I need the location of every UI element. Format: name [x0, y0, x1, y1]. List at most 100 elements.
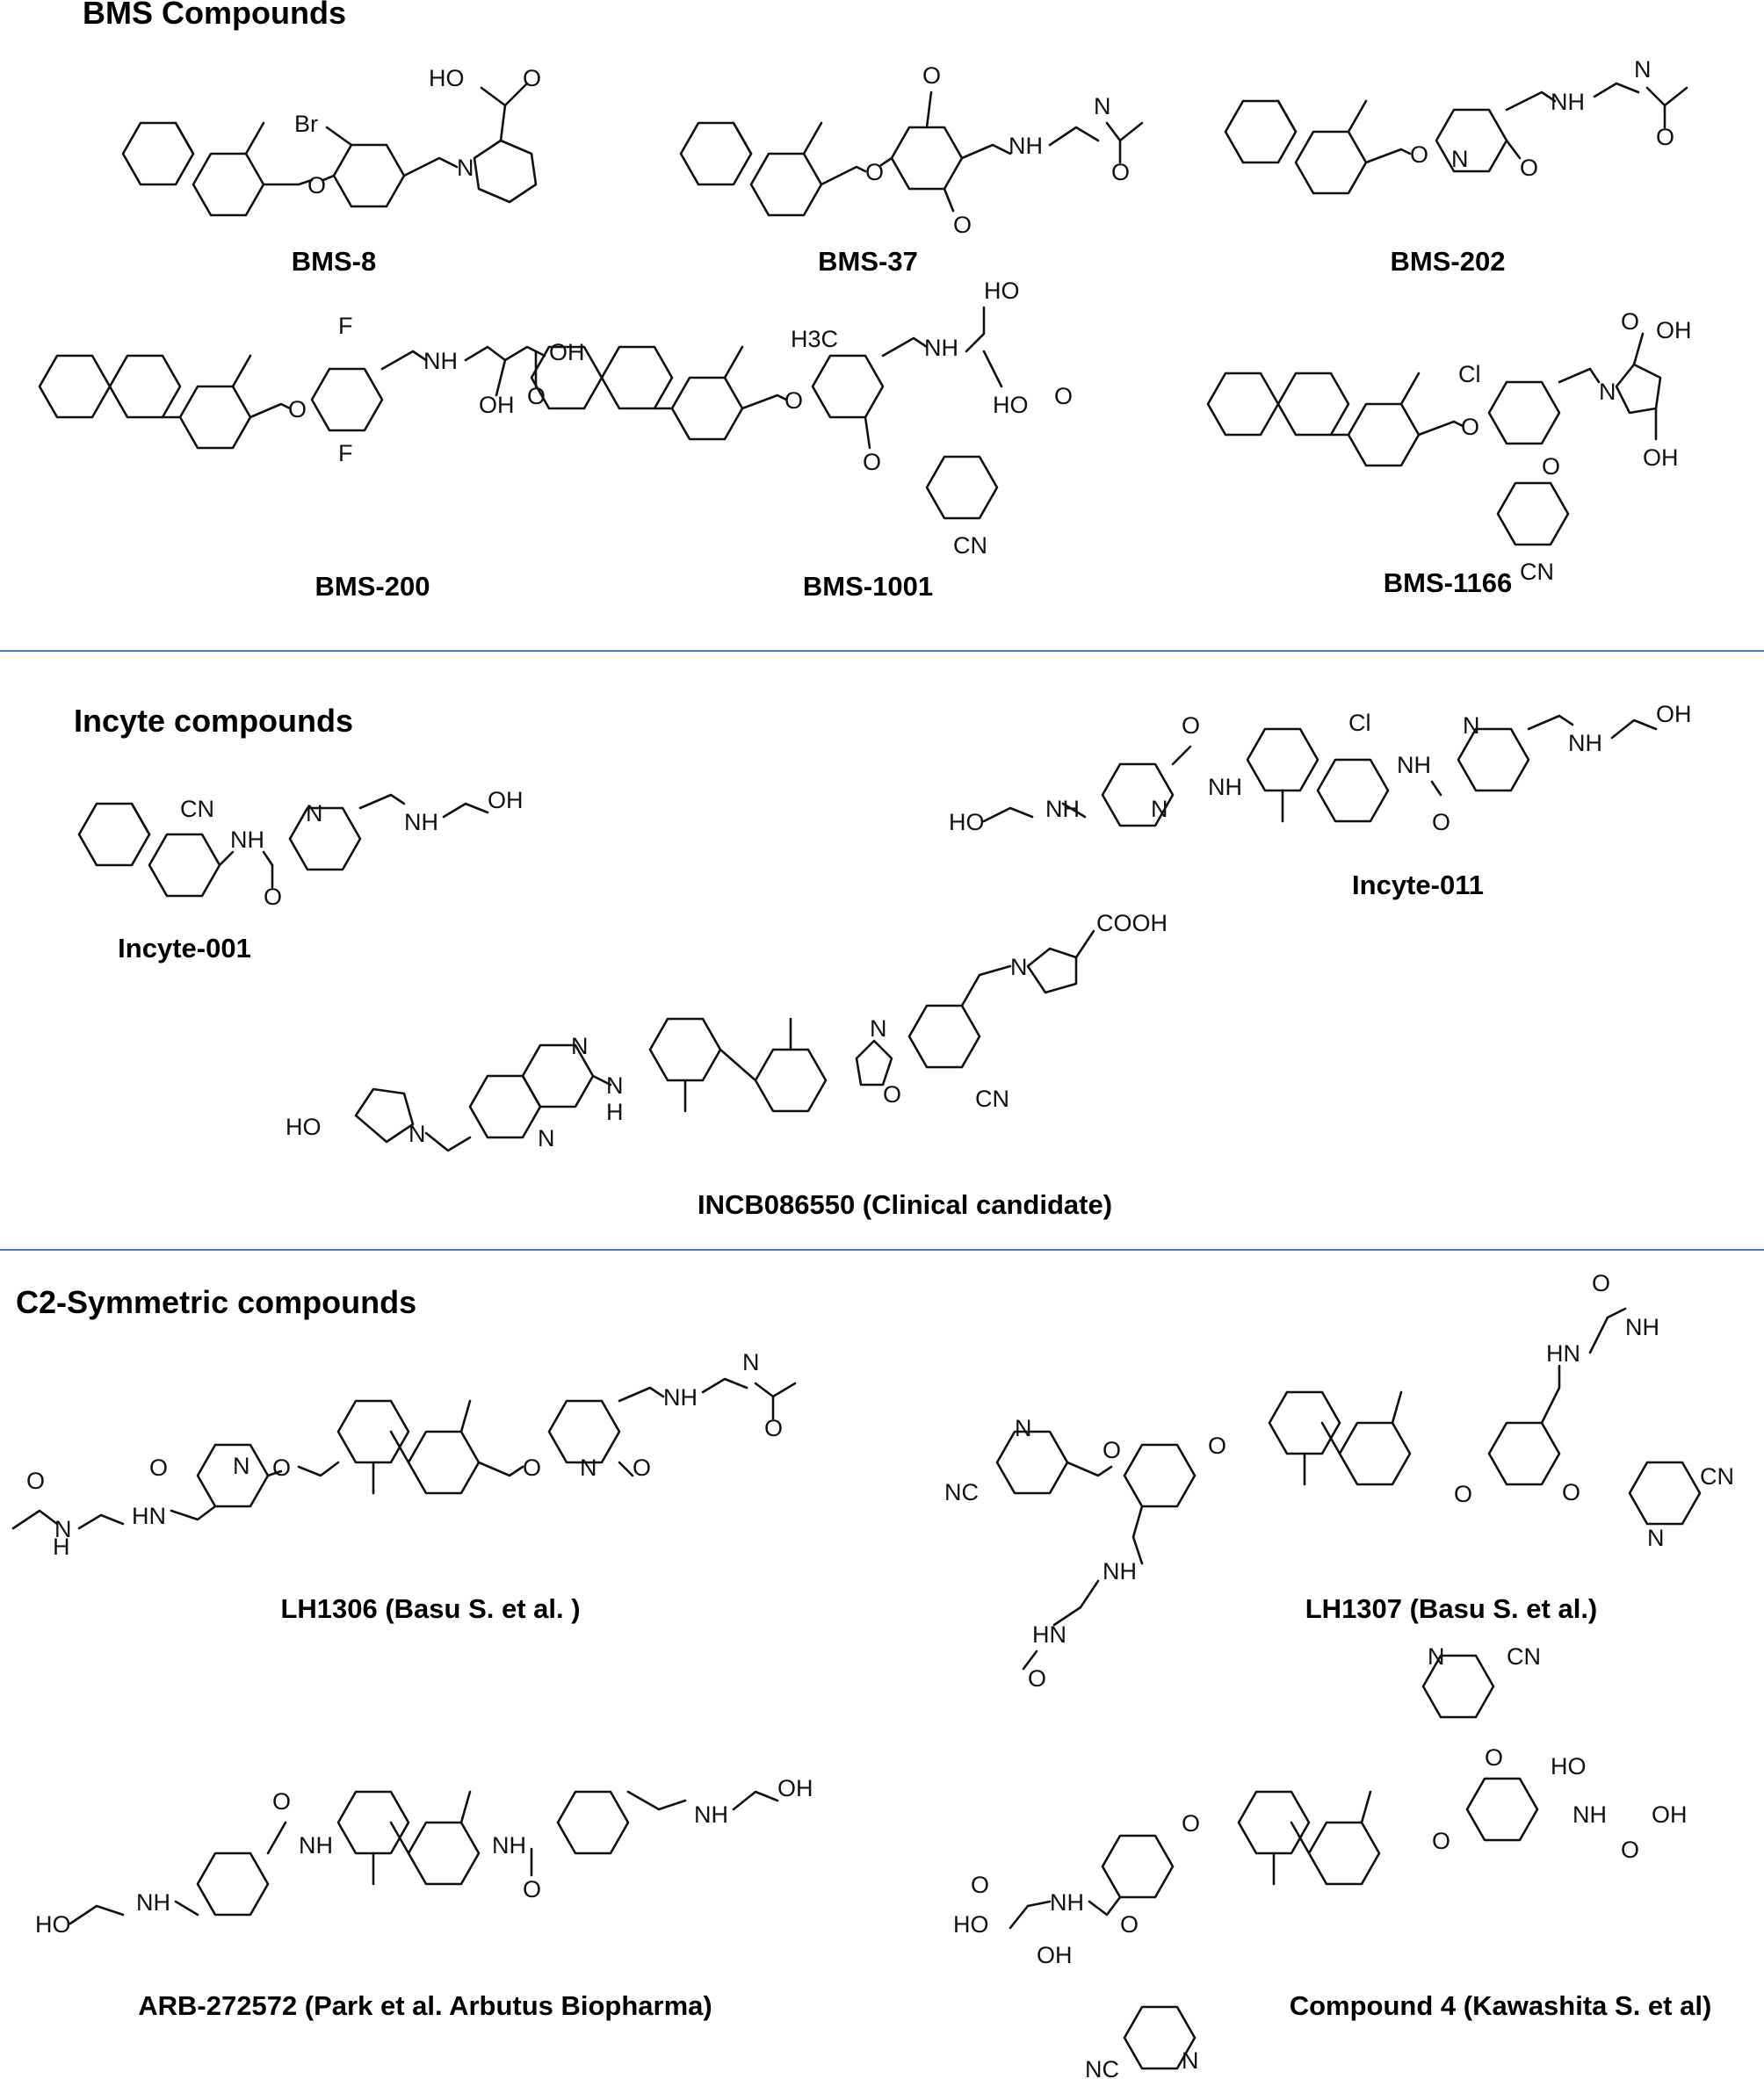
atom-label: CN — [953, 532, 987, 559]
atom-label: N — [1010, 954, 1028, 980]
atom-label: O — [1432, 809, 1450, 835]
atom-label: O — [527, 383, 546, 409]
atom-label: O — [1410, 141, 1428, 168]
atom-label: OH — [488, 787, 524, 813]
atom-label: N — [1599, 379, 1616, 405]
atom-label: NH — [136, 1889, 170, 1916]
atom-label: CN — [180, 796, 214, 822]
atom-label: O — [1621, 1837, 1639, 1863]
atom-label: N — [54, 1516, 72, 1542]
atom-label: N — [306, 800, 323, 827]
atom-label: O — [272, 1788, 291, 1815]
atom-label: N — [742, 1349, 760, 1375]
atom-label: CN — [975, 1086, 1009, 1112]
atom-label: O — [1182, 1810, 1200, 1837]
structure-incyte-001: CN NH O N NH OH — [77, 787, 524, 910]
atom-label: O — [764, 1415, 783, 1441]
atom-label: O — [1562, 1479, 1580, 1505]
atom-label: HO — [1551, 1753, 1587, 1779]
atom-label: NH — [1045, 796, 1080, 822]
atom-label: N — [1647, 1525, 1665, 1551]
atom-label: O — [865, 159, 884, 185]
atom-label: NH — [1009, 133, 1043, 159]
atom-label: HO — [953, 1911, 989, 1938]
atom-label: O — [1592, 1270, 1610, 1296]
atom-label: Br — [294, 111, 318, 137]
atom-label: N — [1094, 93, 1111, 119]
compound-label-bms8: BMS-8 — [291, 246, 377, 277]
atom-label: O — [1208, 1433, 1226, 1459]
atom-label: Cl — [1458, 361, 1481, 387]
atom-label: HO — [949, 809, 985, 835]
atom-label: NH — [423, 348, 458, 374]
section-divider — [0, 650, 1764, 652]
atom-label: HO — [429, 65, 465, 91]
atom-label: F — [338, 440, 353, 466]
atom-label: N — [1182, 2047, 1199, 2074]
atom-label: N — [606, 1072, 624, 1099]
atom-label: O — [307, 172, 326, 199]
atom-label: CN — [1700, 1463, 1734, 1490]
compound-label-compound4: Compound 4 (Kawashita S. et al) — [1289, 1990, 1712, 2021]
atom-label: NC — [944, 1479, 979, 1505]
atom-label: O — [1054, 383, 1073, 409]
atom-label: N — [571, 1033, 589, 1059]
structure-bms-1001: O H3C NH HO HO O O CN — [530, 278, 1073, 559]
atom-label: HO — [35, 1911, 71, 1938]
structure-incb086550: HO N N N N H N O CN N COOH — [286, 910, 1168, 1152]
structure-bms-202: O N O NH N O — [1224, 56, 1688, 195]
atom-label: O — [1461, 414, 1479, 440]
compound-label-incyte011: Incyte-011 — [1352, 870, 1484, 900]
structure-bms-200: O F F NH OH OH O — [38, 313, 585, 466]
compound-label-incyte001: Incyte-001 — [118, 933, 251, 964]
atom-label: NH — [924, 335, 958, 361]
atom-label: NH — [663, 1384, 698, 1411]
atom-label: NH — [230, 827, 264, 853]
section-title-c2: C2-Symmetric compounds — [16, 1284, 417, 1320]
atom-label: NH — [1551, 89, 1585, 115]
atom-label: NH — [299, 1832, 333, 1859]
atom-label: O — [523, 1876, 541, 1902]
structure-arb-272572: HO NH O NH NH O NH OH — [35, 1775, 813, 1938]
compound-label-arb272572: ARB-272572 (Park et al. Arbutus Biopharm… — [138, 1990, 712, 2021]
compound-label-incb086550: INCB086550 (Clinical candidate) — [697, 1189, 1113, 1220]
atom-label: N — [1634, 56, 1652, 83]
atom-label: O — [149, 1455, 168, 1481]
atom-label: N — [538, 1125, 555, 1151]
atom-label: OH — [1656, 317, 1692, 343]
structure-compound-4: HO O OH NH O N NC O O O N CN NH HO OH O — [953, 1643, 1688, 2079]
atom-label: N — [1151, 796, 1168, 822]
atom-label: OH — [1656, 701, 1692, 727]
atom-label: O — [784, 387, 803, 414]
atom-label: NH — [1397, 752, 1431, 778]
compound-label-bms202: BMS-202 — [1390, 246, 1506, 277]
atom-label: O — [523, 65, 541, 91]
atom-label: N — [870, 1015, 887, 1042]
atom-label: O — [264, 884, 282, 910]
atom-label: H3C — [791, 326, 838, 352]
atom-label: N — [1451, 146, 1469, 172]
atom-label: O — [1485, 1744, 1503, 1771]
atom-label: NH — [694, 1801, 728, 1828]
atom-label: OH — [1652, 1801, 1688, 1828]
atom-label: O — [1621, 308, 1639, 335]
atom-label: O — [971, 1872, 989, 1898]
atom-label: HO — [984, 278, 1020, 304]
atom-label: N — [457, 155, 474, 181]
structure-lh1306: O H N HN O N O O N O NH N O — [11, 1349, 797, 1560]
atom-label: F — [338, 313, 353, 339]
atom-label: O — [953, 212, 972, 238]
atom-label: N — [408, 1121, 426, 1147]
section-title-incyte: Incyte compounds — [74, 703, 354, 739]
structure-lh1307: N NC O NH HN O O O HN NH O O N CN — [944, 1270, 1734, 1692]
atom-label: NH — [1208, 774, 1242, 800]
atom-label: O — [272, 1455, 291, 1481]
compound-label-bms1001: BMS-1001 — [802, 571, 934, 602]
atom-label: NH — [1050, 1889, 1084, 1916]
atom-label: O — [1120, 1911, 1139, 1938]
atom-label: N — [1428, 1643, 1445, 1670]
atom-label: NH — [1568, 730, 1602, 756]
atom-label: O — [1542, 453, 1560, 480]
compound-label-bms200: BMS-200 — [314, 571, 430, 602]
